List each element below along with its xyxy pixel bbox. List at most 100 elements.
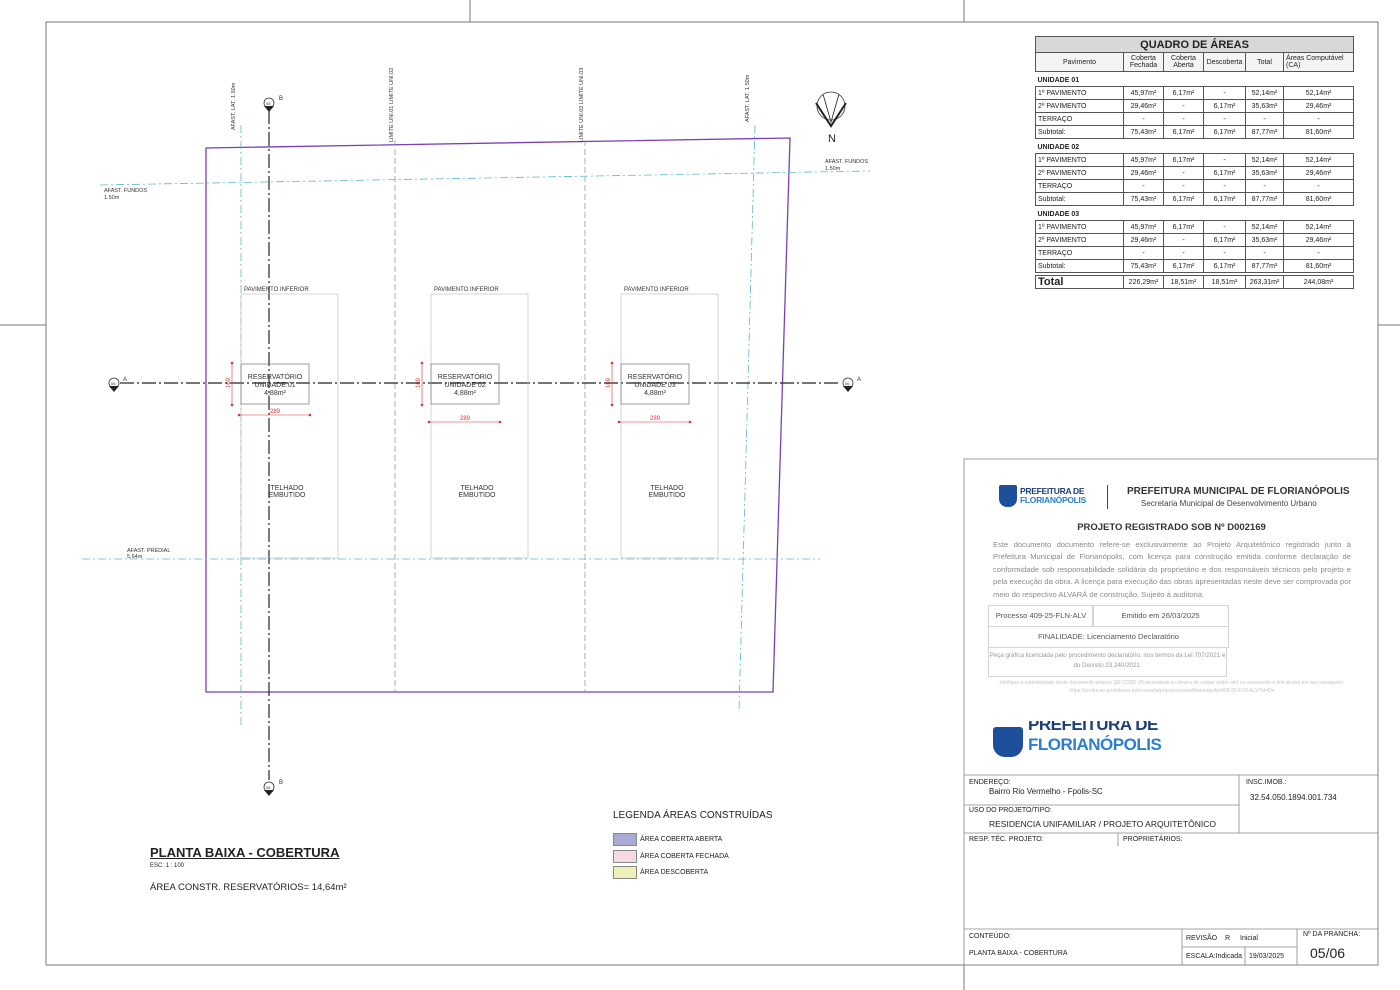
svg-text:LIMITE UNI.02 LIMITE UNI.03: LIMITE UNI.02 LIMITE UNI.03 (579, 68, 585, 142)
svg-text:TELHADO: TELHADO (270, 485, 304, 492)
group-label: UNIDADE 01 (1037, 76, 1080, 84)
crest-icon (999, 485, 1017, 507)
table-cell: 244,08m² (1282, 275, 1355, 289)
org-name: PREFEITURA MUNICIPAL DE FLORIANÓPOLIS (1127, 486, 1350, 497)
logo-text: PREFEITURA DE (1020, 486, 1085, 496)
svg-text:06: 06 (111, 381, 116, 386)
revisao-value: Inicial (1240, 935, 1258, 942)
setback-labels: AFAST. LAT. 1.50m AFAST. LAT. 1.50m AFAS… (104, 68, 868, 560)
table-cell: 6,17m² (1163, 192, 1204, 206)
registration-title: PROJETO REGISTRADO SOB Nº D002169 (1077, 522, 1266, 533)
svg-text:TELHADO: TELHADO (650, 485, 684, 492)
unit-1: PAVIMENTO INFERIOR RESERVATÓRIO UNIDADE … (226, 287, 339, 559)
table-cell: 6,17m² (1163, 125, 1204, 139)
svg-text:4,88m²: 4,88m² (644, 390, 666, 397)
table-header: Áreas Computável (CA) (1282, 52, 1355, 72)
data-value: 19/03/2025 (1249, 953, 1285, 960)
svg-text:169: 169 (416, 377, 422, 388)
svg-text:AFAST. FUNDOS: AFAST. FUNDOS (825, 159, 868, 165)
svg-text:PAVIMENTO INFERIOR: PAVIMENTO INFERIOR (624, 287, 689, 293)
crest-icon (993, 727, 1023, 757)
svg-text:AFAST. FUNDOS: AFAST. FUNDOS (104, 188, 147, 194)
svg-text:PAVIMENTO INFERIOR: PAVIMENTO INFERIOR (244, 287, 309, 293)
svg-text:LIMITE UNI.01 LIMITE UNI.02: LIMITE UNI.01 LIMITE UNI.02 (389, 68, 395, 142)
svg-text:A: A (857, 377, 861, 383)
table-cell: 18,51m² (1163, 275, 1204, 289)
group-header: UNIDADE 01 (1036, 72, 1354, 87)
reservoir-2 (430, 363, 500, 405)
insc-value: 32.54.050.1894.001.734 (1250, 793, 1337, 802)
prancha-value: 05 (1310, 945, 1326, 961)
department: Secretaria Municipal de Desenvolvimento … (1141, 499, 1317, 508)
table-cell: 6,17m² (1203, 125, 1246, 139)
section-marker-a-right: 06 A (842, 377, 861, 392)
svg-text:289: 289 (270, 409, 281, 415)
svg-text:4,88m²: 4,88m² (264, 390, 286, 397)
legend-swatch-coberta-fechada (613, 850, 637, 863)
registration-stamp: PREFEITURA DE FLORIANÓPOLIS PREFEITURA M… (965, 459, 1378, 775)
logo-text: PREFEITURA DE (1028, 721, 1158, 733)
section-marker-b-top: 06 B (263, 96, 283, 112)
svg-text:169: 169 (606, 377, 612, 388)
table-cell: 263,31m² (1245, 275, 1284, 289)
group-label: UNIDADE 03 (1037, 210, 1080, 218)
conteudo-value: PLANTA BAIXA - COBERTURA (969, 950, 1068, 957)
svg-text:RESERVATÓRIO: RESERVATÓRIO (438, 372, 493, 381)
reservoir-3 (620, 363, 690, 405)
legend-label: ÁREA COBERTA FECHADA (640, 853, 729, 860)
logo-divider (1107, 485, 1108, 509)
svg-text:A: A (123, 377, 127, 383)
legend-label: ÁREA DESCOBERTA (640, 869, 709, 876)
table-cell: 87,77m² (1245, 125, 1284, 139)
table-header: Descoberta (1203, 52, 1246, 72)
revisao-label: REVISÃO (1186, 935, 1218, 942)
table-row: TERRAÇO----- (1035, 246, 1355, 260)
uso-value: RESIDENCIA UNIFAMILIAR / PROJETO ARQUITE… (989, 819, 1217, 829)
table-cell: 81,60m² (1282, 259, 1355, 273)
svg-text:AFAST. LAT. 1.50m: AFAST. LAT. 1.50m (231, 82, 237, 130)
svg-text:EMBUTIDO: EMBUTIDO (269, 492, 307, 499)
prefeitura-logo-large: PREFEITURA DE FLORIANÓPOLIS (993, 721, 1163, 757)
prancha-number: 05/06 (1310, 945, 1345, 961)
svg-text:5,64m: 5,64m (127, 554, 143, 560)
drawing-title: PLANTA BAIXA - COBERTURA (150, 845, 340, 860)
legend-label: ÁREA COBERTA ABERTA (640, 836, 723, 843)
table-cell: 81,60m² (1282, 192, 1355, 206)
escala-label: ESCALA:Indicada (1186, 953, 1243, 960)
prancha-label: Nº DA PRANCHA: (1303, 931, 1361, 938)
revisao-code: R (1225, 935, 1231, 942)
svg-text:UNIDADE 01: UNIDADE 01 (254, 382, 295, 389)
prancha-total: /06 (1325, 945, 1346, 961)
drawing-scale: ESC: 1 : 100 (150, 863, 185, 869)
resp-label: RESP. TÉC. PROJETO: (969, 836, 1044, 843)
svg-text:RESERVATÓRIO: RESERVATÓRIO (628, 372, 683, 381)
group-header: UNIDADE 03 (1036, 206, 1354, 221)
area-note: ÁREA CONSTR. RESERVATÓRIOS= 14,64m² (150, 882, 347, 893)
svg-text:B: B (279, 780, 283, 786)
reservoir-1 (240, 363, 310, 405)
svg-text:EMBUTIDO: EMBUTIDO (459, 492, 497, 499)
logo-text: FLORIANÓPOLIS (1020, 495, 1086, 505)
endereco-value: Bairro Rio Vermelho - Fpolis-SC (989, 787, 1103, 796)
legend: LEGENDA ÁREAS CONSTRUÍDAS ÁREA COBERTA A… (613, 810, 813, 880)
total-row: Total 226,29m² 18,51m² 18,51m² 263,31m² … (1035, 275, 1355, 289)
unit-2: PAVIMENTO INFERIOR RESERVATÓRIO UNIDADE … (416, 287, 529, 559)
svg-text:1.50m: 1.50m (825, 166, 841, 172)
svg-text:B: B (279, 96, 283, 102)
table-cell: Subtotal: (1035, 125, 1124, 139)
svg-text:AFAST. PREDIAL: AFAST. PREDIAL (127, 548, 170, 554)
svg-text:289: 289 (460, 416, 471, 422)
svg-text:RESERVATÓRIO: RESERVATÓRIO (248, 372, 303, 381)
north-arrow-icon: N (815, 91, 847, 145)
insc-label: INSC.IMOB.: (1246, 779, 1287, 786)
conteudo-label: CONTEÚDO: (969, 933, 1011, 940)
svg-text:169: 169 (226, 377, 232, 388)
